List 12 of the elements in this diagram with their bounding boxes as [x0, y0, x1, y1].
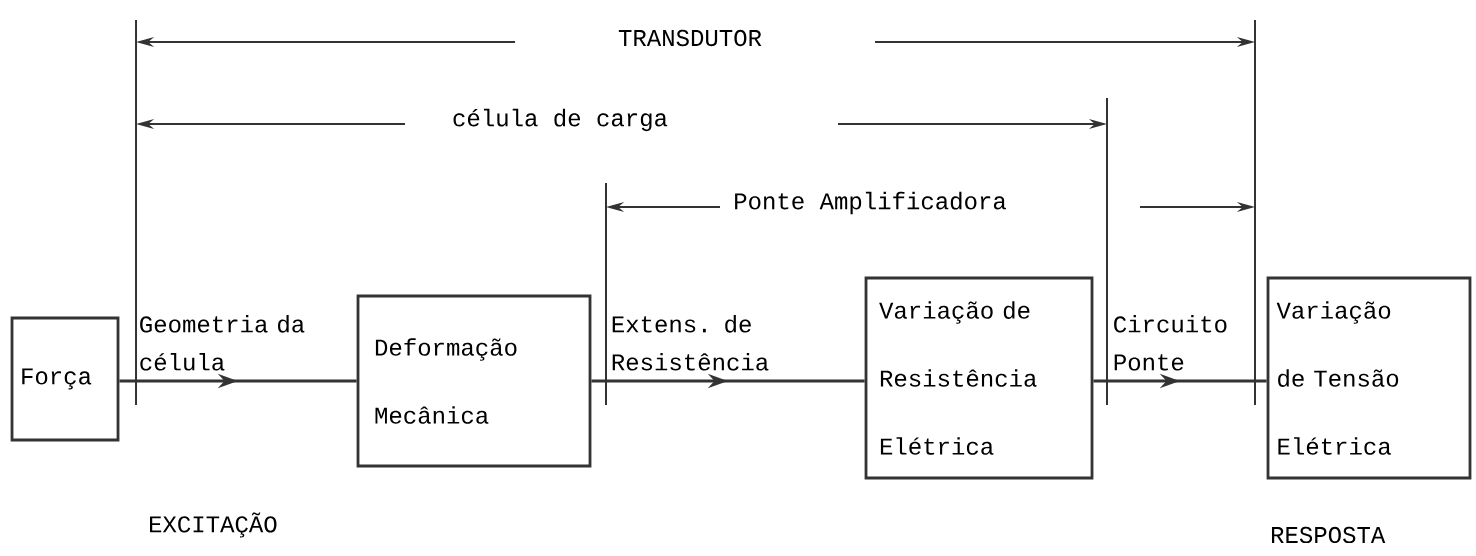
process-box: Variação de Tensão Elétrica — [1266, 276, 1472, 480]
side-label: RESPOSTA — [1272, 526, 1386, 544]
process-box: Deformação Mecânica — [356, 294, 592, 468]
process-box: Força — [10, 316, 120, 442]
process-box: Variação de Resistência Elétrica — [864, 276, 1094, 480]
edge-label: Circuito Ponte — [1114, 315, 1227, 371]
dimension-label: TRANSDUTOR — [618, 29, 762, 47]
dimension-label: célula de carga — [453, 108, 668, 132]
edge-label: Geometria da célula — [140, 315, 305, 371]
dimension-label: Ponte Amplificadora — [735, 191, 1006, 215]
edge-label: Extens. de Resistência — [612, 315, 769, 371]
side-label: EXCITAÇÃO — [150, 512, 277, 538]
